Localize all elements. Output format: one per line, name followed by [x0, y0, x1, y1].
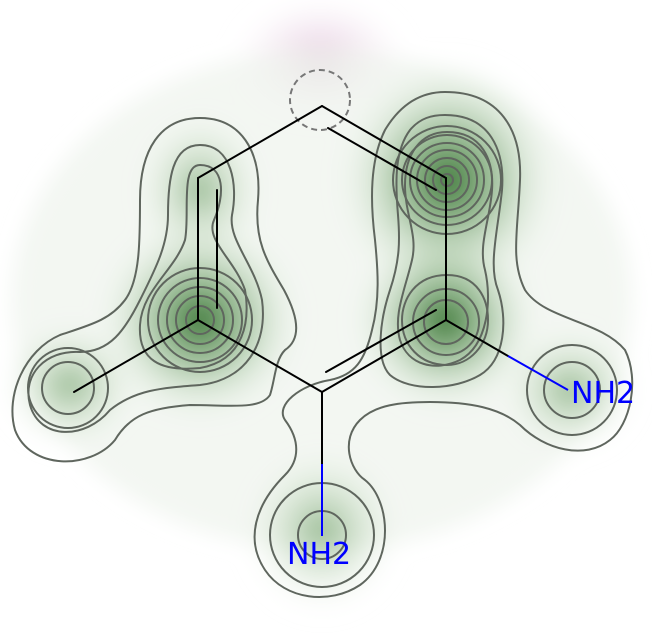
bond-c1-c6 — [197, 105, 323, 179]
contour-right-2 — [379, 113, 505, 388]
contour-left-3 — [138, 163, 248, 370]
contour-left-atom-3 — [166, 286, 234, 354]
bond-n-right — [507, 355, 569, 391]
bond-c3-c4-inner — [325, 309, 437, 373]
negative-contour — [289, 69, 351, 131]
contour-left-outer — [11, 116, 298, 463]
bond-c5-methyl — [73, 319, 199, 393]
bond-c3-c4 — [321, 319, 447, 393]
contour-left-2 — [27, 143, 264, 433]
contour-lines — [11, 90, 634, 598]
amine-right-label: NH2 — [571, 376, 635, 411]
bonds — [73, 105, 509, 465]
contour-right-3 — [396, 130, 494, 367]
contour-left-atom-1 — [147, 267, 253, 373]
contour-left-atom-2 — [157, 277, 243, 363]
contour-amine-right-1 — [526, 344, 618, 436]
heteroatom-bonds — [321, 355, 569, 536]
amine-bottom-label: NH2 — [287, 537, 351, 572]
contour-right-mid-1 — [400, 273, 490, 367]
bond-c1-c2 — [321, 105, 447, 179]
bond-c1-c2-inner — [327, 127, 437, 191]
contour-methyl-2 — [41, 361, 95, 415]
contour-left-atom-5 — [185, 305, 215, 335]
contour-methyl-1 — [27, 347, 109, 429]
bond-c3-n — [445, 319, 509, 357]
contour-right-outer — [253, 90, 634, 598]
contour-amine-right-2 — [543, 361, 601, 419]
contour-left-atom-4 — [175, 295, 225, 345]
bond-c5-c4 — [197, 319, 323, 393]
